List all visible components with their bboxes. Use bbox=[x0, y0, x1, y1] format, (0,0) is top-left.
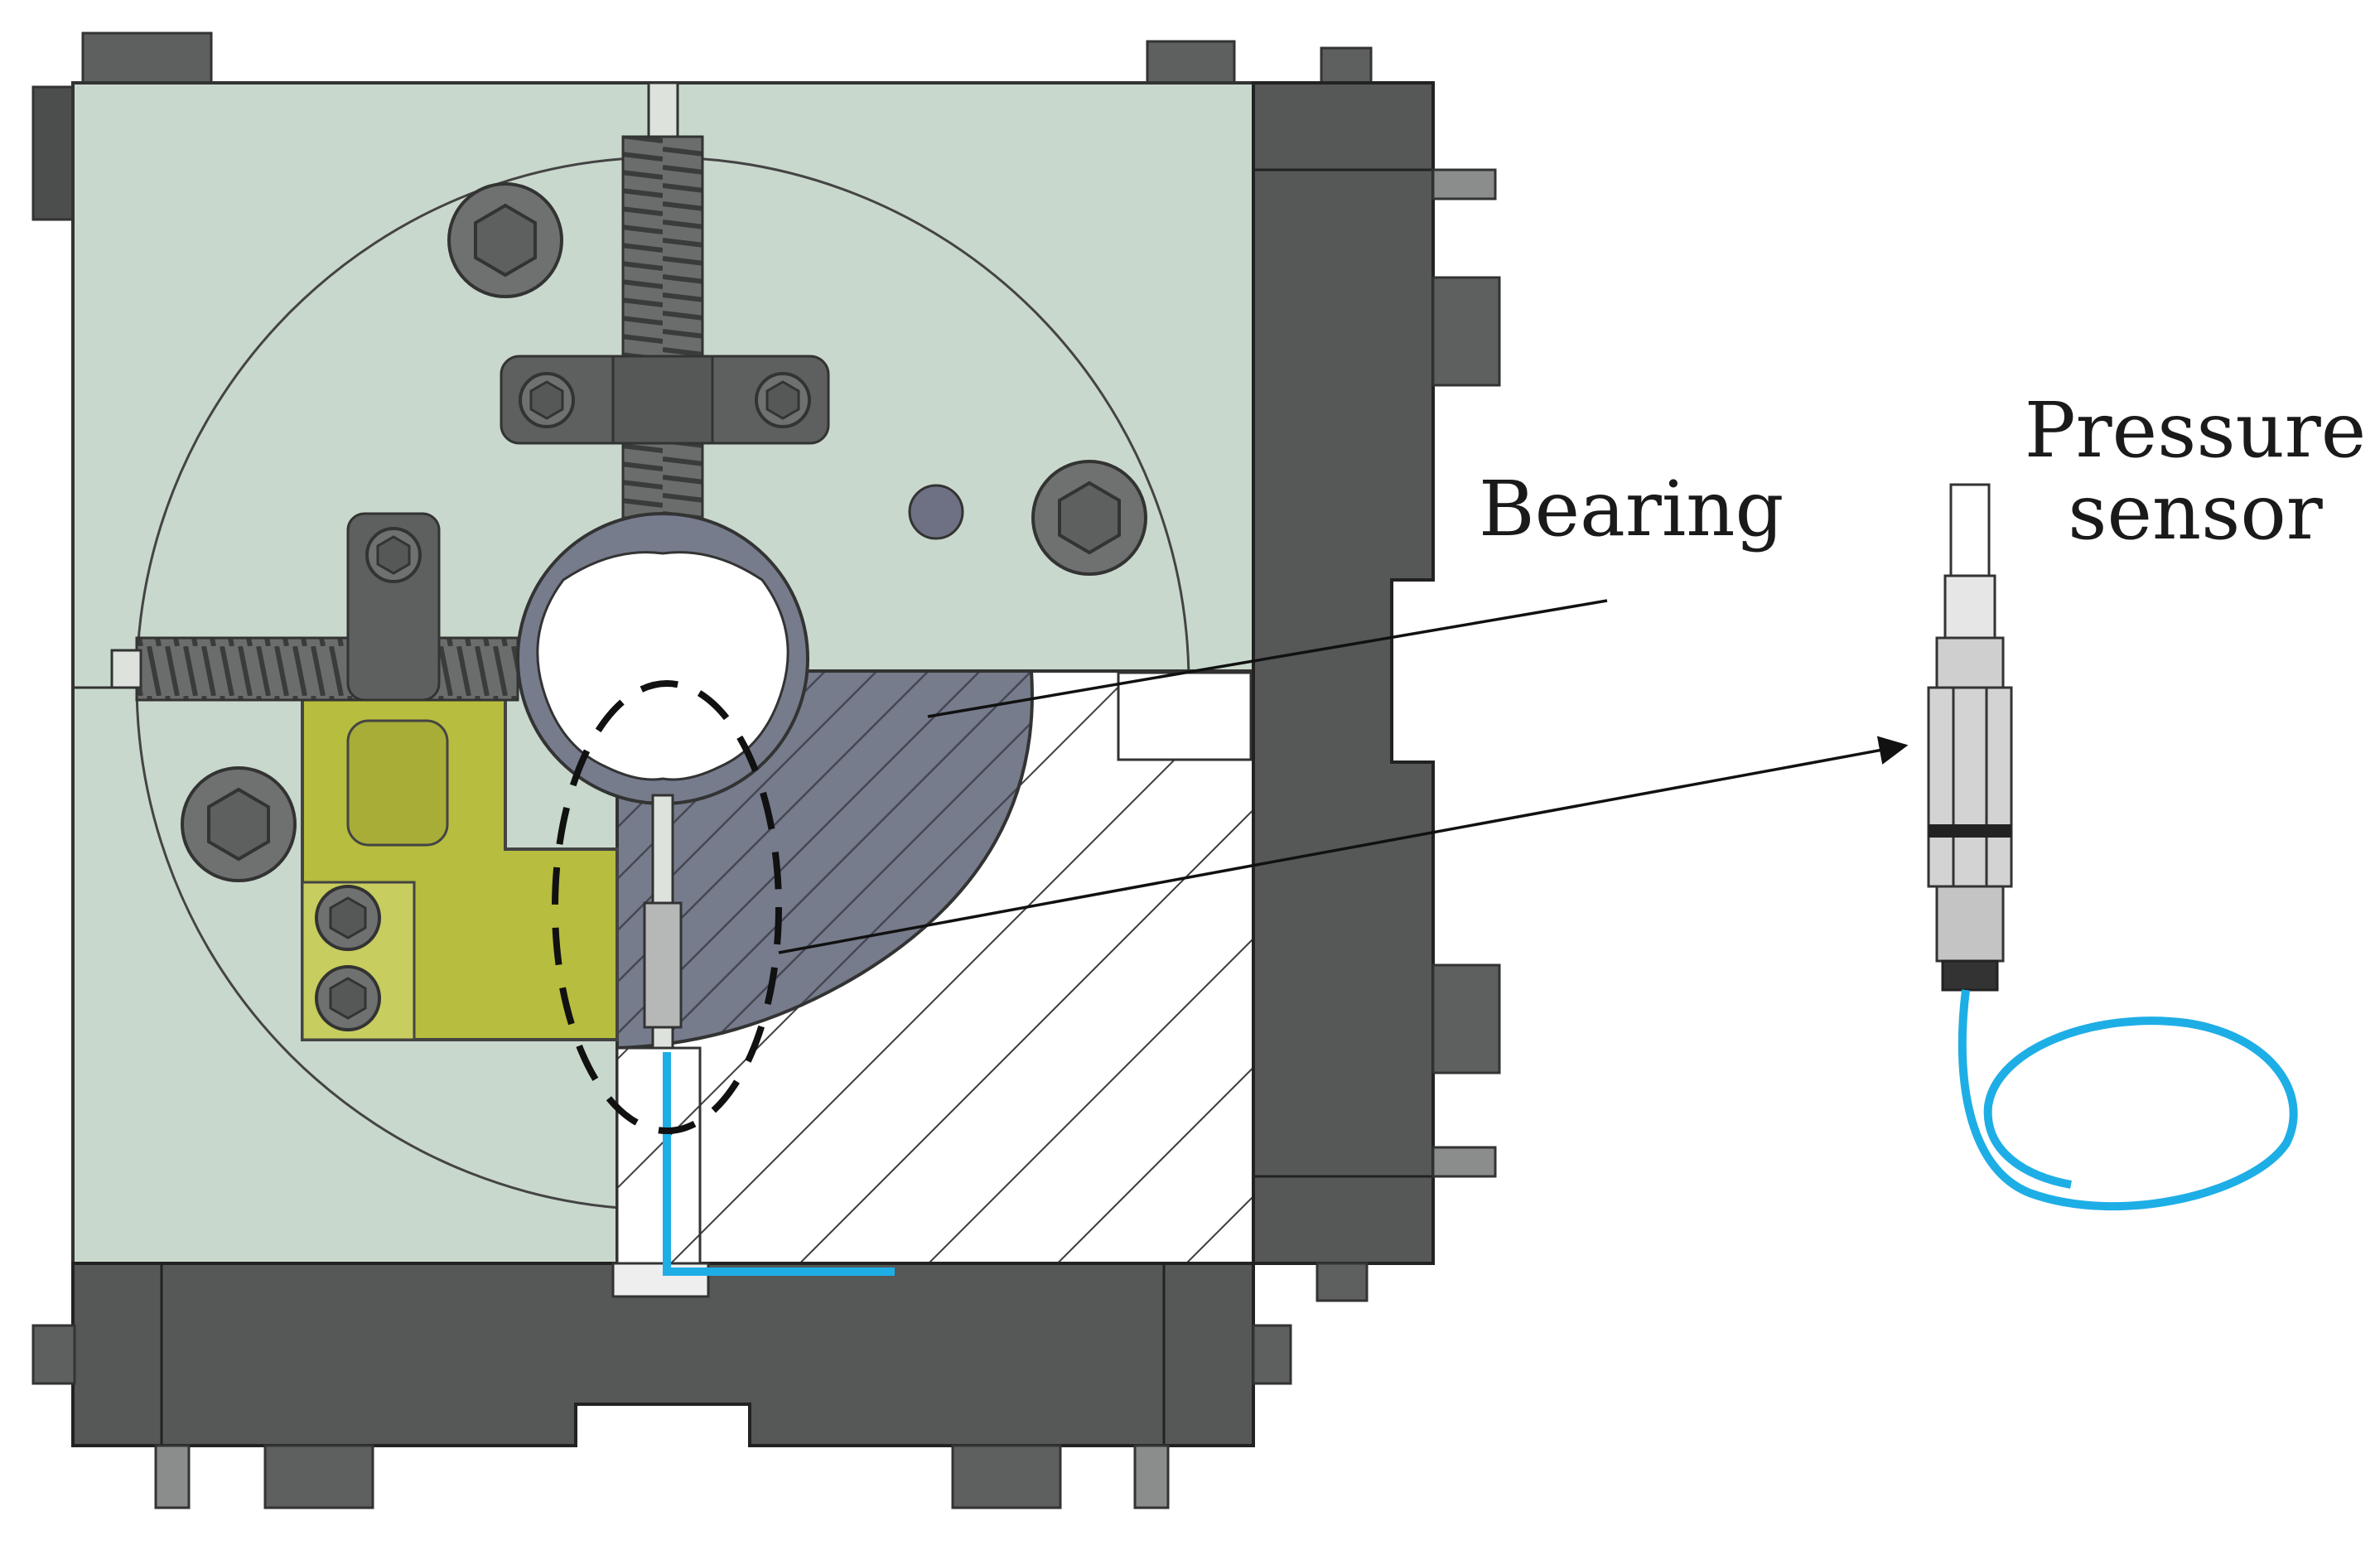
pin-hole bbox=[908, 484, 964, 540]
arrow-icon bbox=[778, 736, 1909, 954]
bottom-frame bbox=[31, 1262, 1292, 1509]
hex-bolt-icon bbox=[181, 766, 297, 882]
sensor-cable-rig bbox=[663, 1052, 895, 1276]
right-frame bbox=[1252, 81, 1501, 1302]
horizontal-spring-icon bbox=[135, 636, 519, 702]
pressure-sensor-label: Pressure sensor bbox=[2021, 389, 2369, 554]
small-screws bbox=[315, 885, 381, 1031]
sensor-cable bbox=[1958, 989, 2298, 1211]
journal bbox=[536, 551, 789, 781]
sensor-highlight bbox=[552, 680, 782, 1134]
top-bracket bbox=[500, 355, 830, 445]
bearing-leader-line bbox=[927, 599, 1608, 718]
pressure-sensor-label-line2: sensor bbox=[2068, 468, 2323, 558]
pressure-sensor-label-line1: Pressure bbox=[2024, 386, 2367, 475]
pressure-sensor-icon bbox=[1927, 483, 2013, 992]
hex-bolt-icon bbox=[447, 182, 563, 298]
hex-bolt-icon bbox=[1031, 460, 1147, 576]
bearing-label: Bearing bbox=[1479, 465, 1784, 553]
vertical-spring-icon bbox=[621, 135, 704, 519]
bracket-left bbox=[346, 512, 441, 702]
